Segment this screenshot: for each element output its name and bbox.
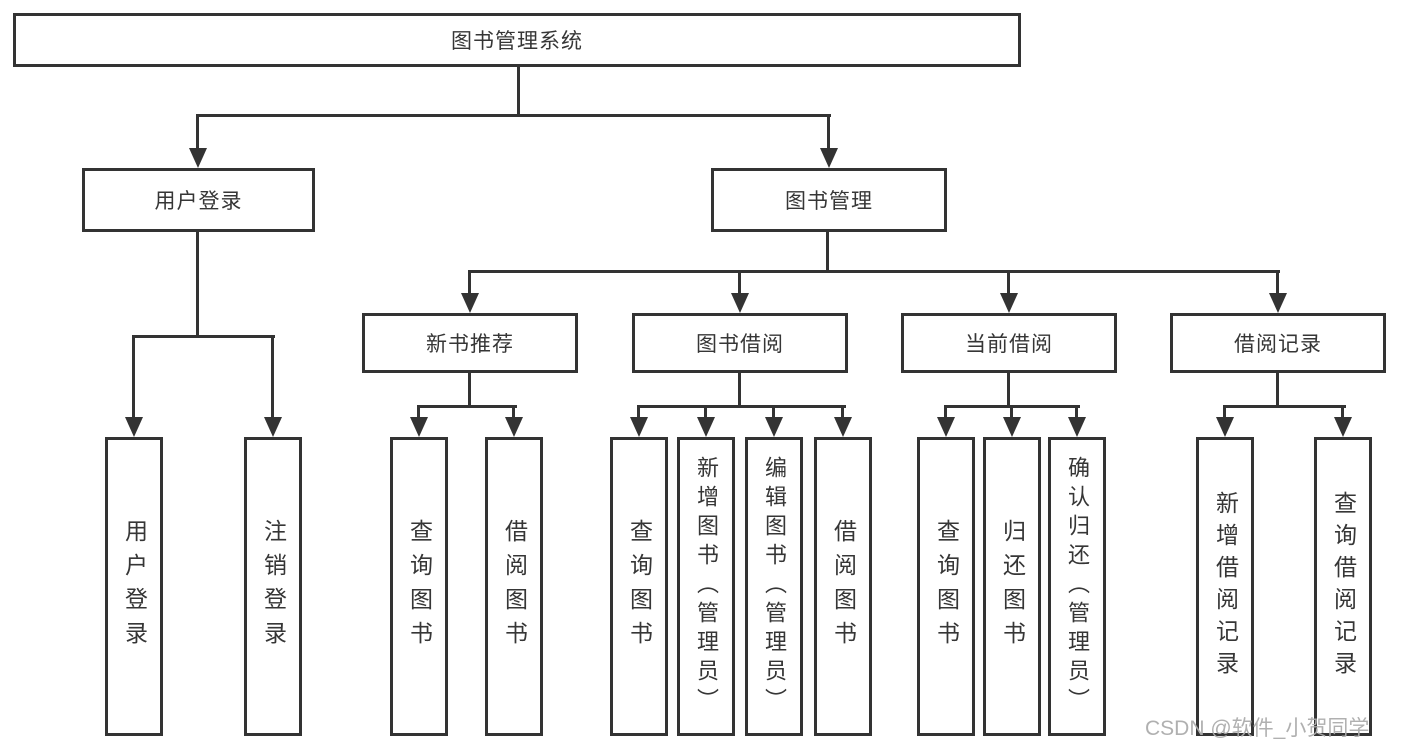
connector-line	[637, 405, 640, 420]
arrow-down-icon	[1334, 417, 1352, 437]
connector-line	[417, 405, 420, 420]
leaf-user-login: 用户登录	[105, 437, 163, 736]
connector-line	[738, 270, 741, 296]
arrow-down-icon	[1216, 417, 1234, 437]
leaf-logout: 注销登录	[244, 437, 302, 736]
arrow-down-icon	[937, 417, 955, 437]
leaf-borrow-add-books-admin: 新增图书（管理员）	[677, 437, 735, 736]
leaf-records-add-record: 新增借阅记录	[1196, 437, 1254, 736]
node-current-borrow: 当前借阅	[901, 313, 1117, 373]
leaf-recommend-query-books: 查询图书	[390, 437, 448, 736]
leaf-recommend-borrow-books: 借阅图书	[485, 437, 543, 736]
connector-line	[772, 405, 775, 420]
connector-line	[468, 270, 471, 296]
connector-line	[738, 371, 741, 408]
node-borrow-records-label: 借阅记录	[1234, 333, 1322, 356]
arrow-down-icon	[505, 417, 523, 437]
leaf-user-login-label: 用户登录	[121, 518, 148, 655]
connector-line	[468, 270, 1280, 273]
node-borrow-records: 借阅记录	[1170, 313, 1386, 373]
node-current-borrow-label: 当前借阅	[965, 333, 1053, 356]
arrow-down-icon	[264, 417, 282, 437]
node-book-borrow-label: 图书借阅	[696, 333, 784, 356]
arrow-down-icon	[834, 417, 852, 437]
connector-line	[827, 114, 830, 154]
connector-line	[1010, 405, 1013, 420]
node-book-management: 图书管理	[711, 168, 947, 232]
node-library-system: 图书管理系统	[13, 13, 1021, 67]
leaf-records-query-record-label: 查询借阅记录	[1330, 490, 1357, 683]
connector-line	[132, 335, 135, 420]
connector-line	[1007, 270, 1010, 296]
arrow-down-icon	[1000, 293, 1018, 313]
node-user-login: 用户登录	[82, 168, 315, 232]
leaf-records-add-record-label: 新增借阅记录	[1212, 490, 1239, 683]
arrow-down-icon	[1068, 417, 1086, 437]
leaf-borrow-query-books-label: 查询图书	[626, 518, 653, 655]
connector-line	[944, 405, 947, 420]
leaf-current-query-books: 查询图书	[917, 437, 975, 736]
arrow-down-icon	[765, 417, 783, 437]
arrow-down-icon	[125, 417, 143, 437]
arrow-down-icon	[1003, 417, 1021, 437]
node-book-borrow: 图书借阅	[632, 313, 848, 373]
connector-line	[1075, 405, 1078, 420]
leaf-current-return-books-label: 归还图书	[999, 518, 1026, 655]
connector-line	[1223, 405, 1226, 420]
arrow-down-icon	[410, 417, 428, 437]
connector-line	[637, 405, 846, 408]
leaf-borrow-add-books-admin-label: 新增图书（管理员）	[694, 456, 719, 717]
leaf-recommend-borrow-books-label: 借阅图书	[501, 518, 528, 655]
arrow-down-icon	[697, 417, 715, 437]
node-library-system-label: 图书管理系统	[451, 30, 583, 53]
arrow-down-icon	[630, 417, 648, 437]
leaf-records-query-record: 查询借阅记录	[1314, 437, 1372, 736]
leaf-borrow-edit-books-admin: 编辑图书（管理员）	[745, 437, 803, 736]
connector-line	[1276, 270, 1279, 296]
connector-line	[196, 230, 199, 338]
node-new-book-recommend: 新书推荐	[362, 313, 578, 373]
connector-line	[1341, 405, 1344, 420]
node-new-book-recommend-label: 新书推荐	[426, 333, 514, 356]
connector-line	[841, 405, 844, 420]
leaf-recommend-query-books-label: 查询图书	[406, 518, 433, 655]
connector-line	[417, 405, 517, 408]
connector-line	[826, 230, 829, 272]
leaf-current-confirm-return-admin: 确认归还（管理员）	[1048, 437, 1106, 736]
leaf-logout-label: 注销登录	[260, 518, 287, 655]
connector-line	[196, 114, 831, 117]
connector-line	[468, 371, 471, 408]
connector-line	[517, 67, 520, 117]
watermark: CSDN @软件_小贺同学	[1145, 717, 1370, 740]
connector-line	[1276, 371, 1279, 408]
leaf-borrow-borrow-books-label: 借阅图书	[830, 518, 857, 655]
arrow-down-icon	[820, 148, 838, 168]
connector-line	[132, 335, 275, 338]
leaf-current-return-books: 归还图书	[983, 437, 1041, 736]
arrow-down-icon	[1269, 293, 1287, 313]
connector-line	[512, 405, 515, 420]
connector-line	[196, 114, 199, 154]
leaf-current-query-books-label: 查询图书	[933, 518, 960, 655]
connector-line	[1007, 371, 1010, 408]
connector-line	[704, 405, 707, 420]
arrow-down-icon	[189, 148, 207, 168]
arrow-down-icon	[461, 293, 479, 313]
leaf-borrow-edit-books-admin-label: 编辑图书（管理员）	[762, 456, 787, 717]
connector-line	[271, 335, 274, 420]
leaf-current-confirm-return-admin-label: 确认归还（管理员）	[1065, 456, 1090, 717]
node-user-login-label: 用户登录	[154, 190, 243, 213]
leaf-borrow-query-books: 查询图书	[610, 437, 668, 736]
arrow-down-icon	[731, 293, 749, 313]
node-book-management-label: 图书管理	[785, 190, 873, 213]
leaf-borrow-borrow-books: 借阅图书	[814, 437, 872, 736]
connector-line	[1223, 405, 1346, 408]
